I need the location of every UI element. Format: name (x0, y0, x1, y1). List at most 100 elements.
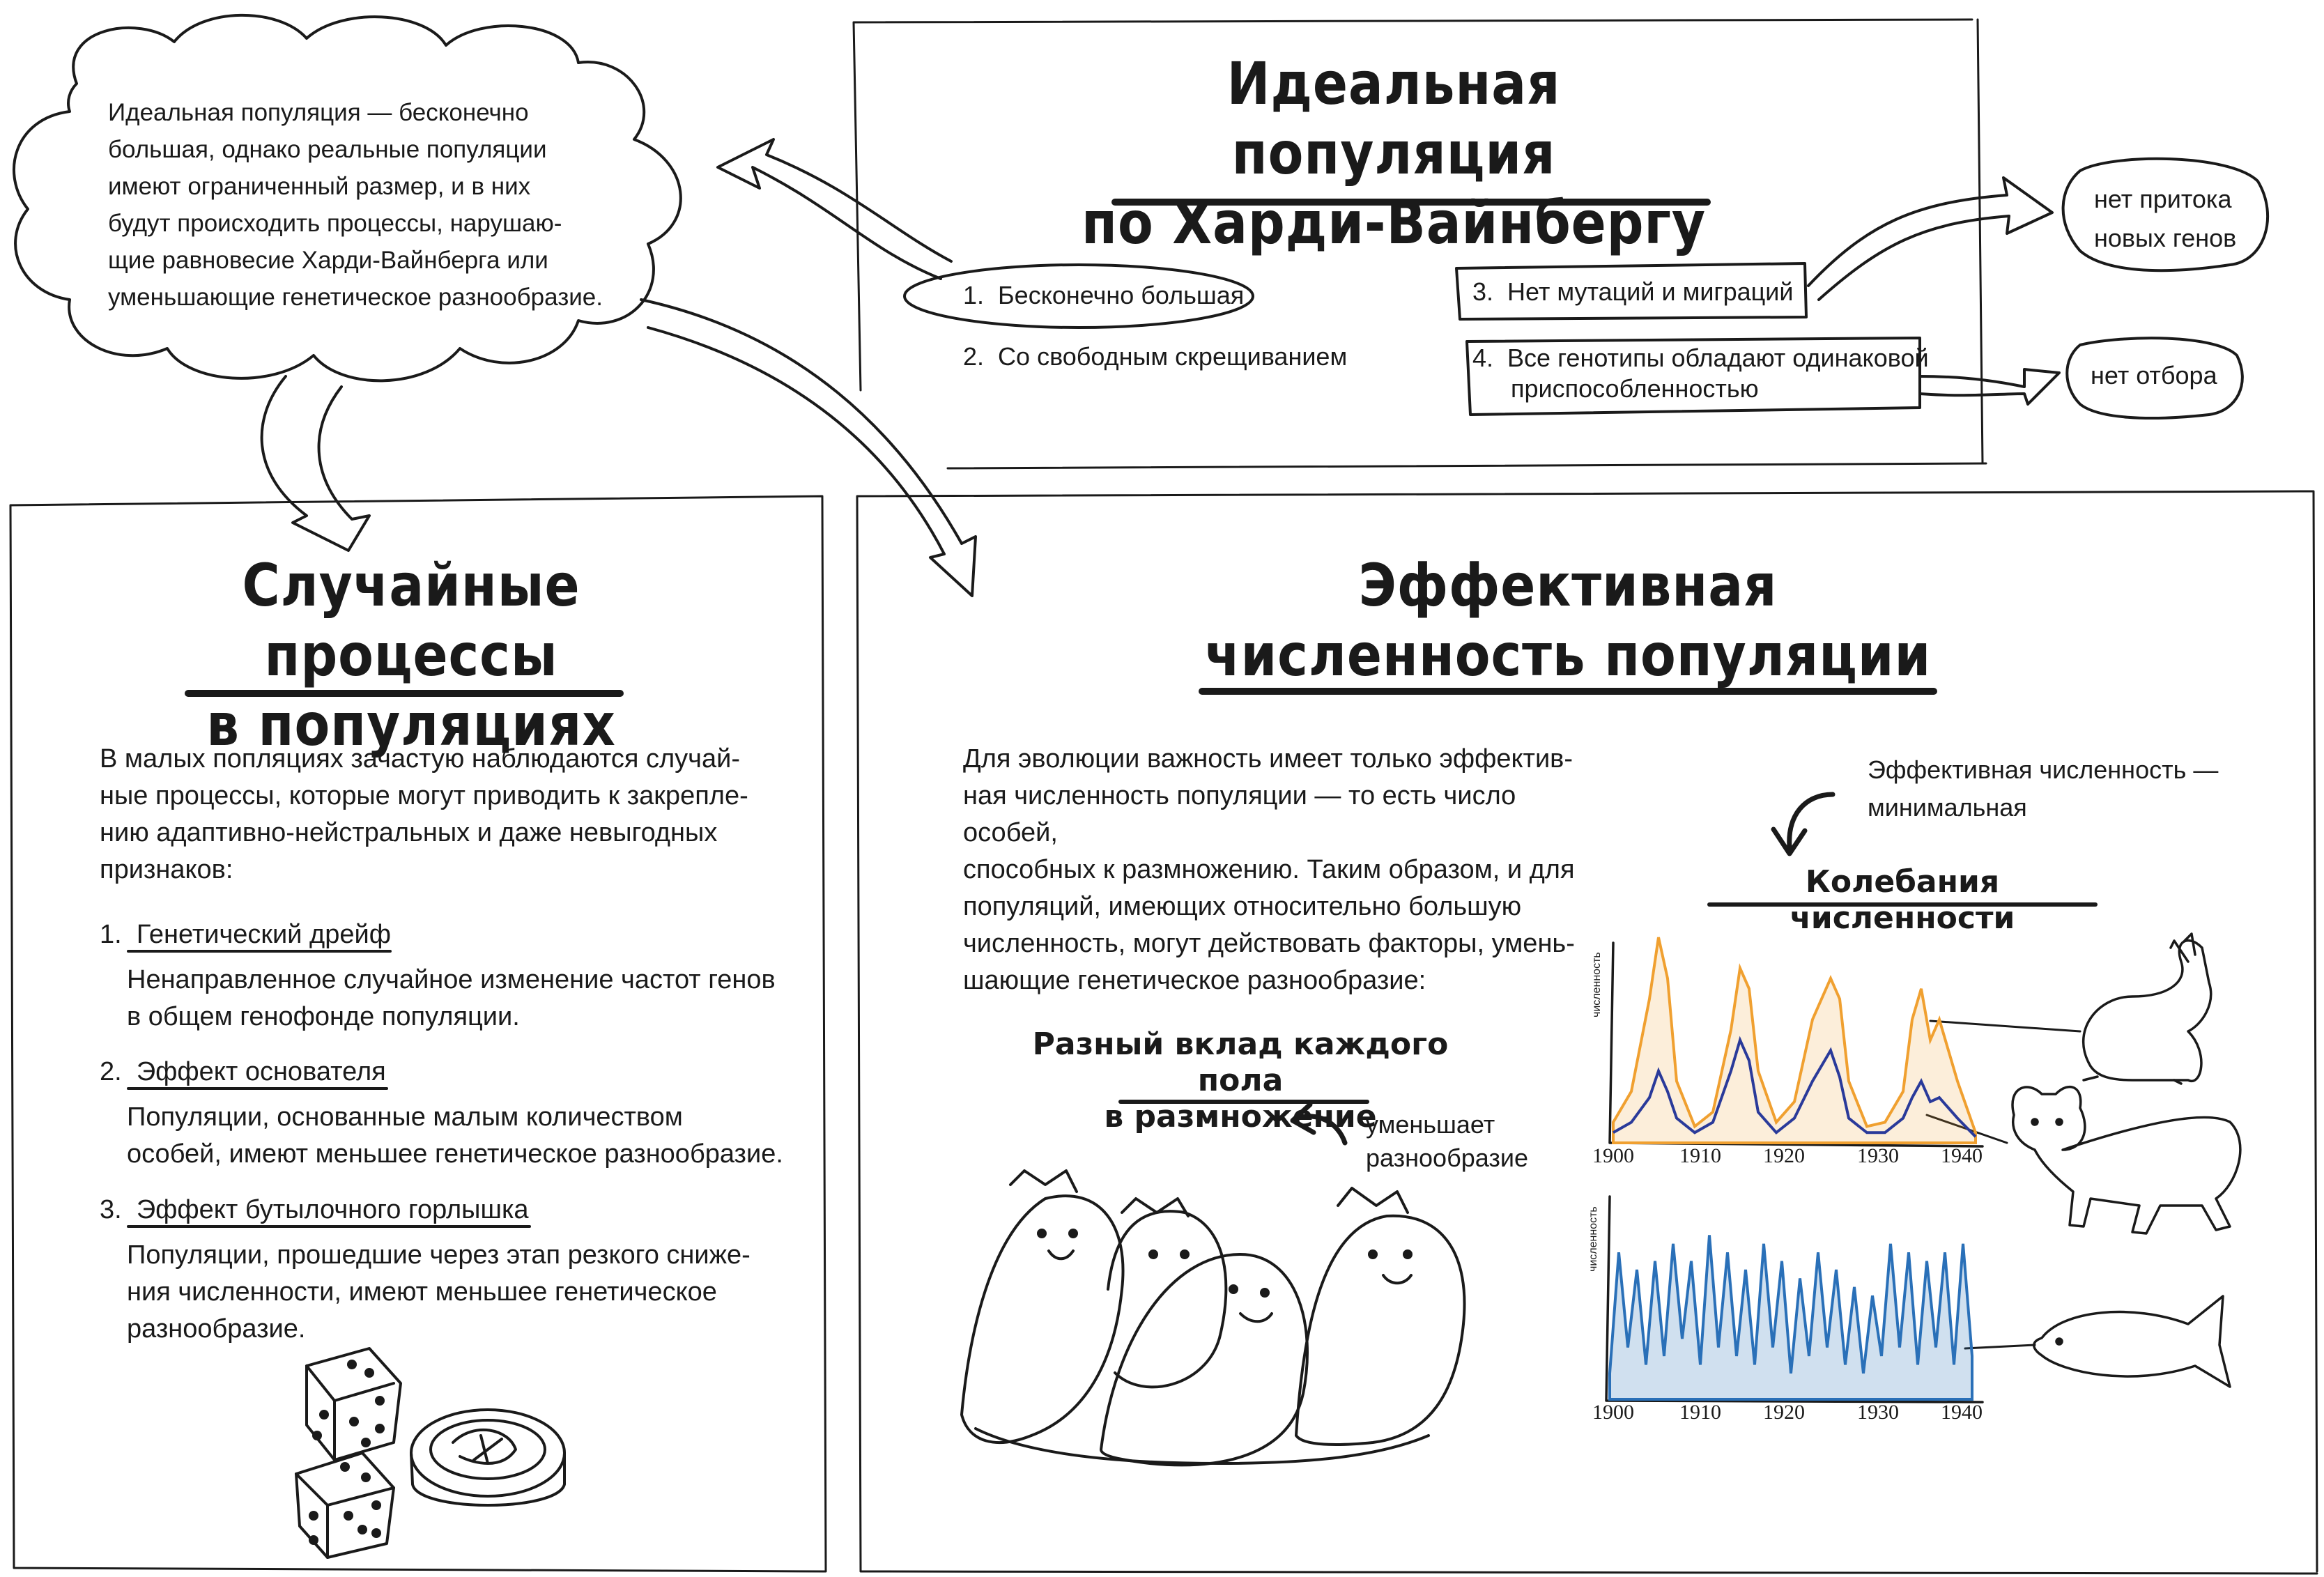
random-item-desc-line: ния численности, имеют меньшее генетичес… (127, 1277, 717, 1307)
condition-1: 1. Бесконечно большая (963, 279, 1244, 312)
note-no-selection: нет отбора (2091, 361, 2217, 390)
condition-2: 2. Со свободным скрещиванием (963, 340, 1347, 374)
condition-text: Со свободным скрещиванием (998, 342, 1348, 371)
seals-illustration (960, 1169, 1466, 1467)
bubble-no-selection (2065, 337, 2244, 420)
effective-title: Эффективная численность популяции (1169, 551, 1967, 690)
minimal-note-line: минимальная (1868, 793, 2027, 822)
condition-4: 4. Все генотипы обладают одинаковой прис… (1472, 343, 1929, 404)
chart-1-series-1-area (1612, 937, 1977, 1144)
random-item-name: Эффект бутылочного горлышка (136, 1195, 529, 1224)
cloud-line: большая, однако реальные популяции (108, 136, 547, 163)
reduces-line: уменьшает (1366, 1110, 1495, 1139)
effective-intro-line: ная численность популяции — то есть числ… (963, 781, 1516, 847)
reduces-note: уменьшает разнообразие (1366, 1108, 1528, 1175)
random-item-num: 2. (100, 1057, 122, 1086)
random-item-1: 1. Генетический дрейф (100, 916, 391, 953)
random-item-name: Эффект основателя (136, 1057, 386, 1086)
reduces-line: разнообразие (1366, 1144, 1528, 1172)
chart-1-xtick: 1910 (1679, 1144, 1721, 1167)
random-intro-line: ные процессы, которые могут приводить к … (100, 781, 748, 810)
random-title-line: Случайные процессы (242, 551, 580, 689)
cloud-line: уменьшающие генетическое разнообразие. (108, 284, 603, 311)
fluctuation-title: Колебания численности (1790, 864, 2015, 936)
chart-1 (1608, 937, 1984, 1148)
effective-intro: Для эволюции важность имеет только эффек… (963, 741, 1604, 999)
random-item-desc-line: разнообразие. (127, 1314, 306, 1344)
fluctuation-title-underline (1707, 902, 2098, 907)
effective-intro-line: Для эволюции важность имеет только эффек… (963, 744, 1573, 774)
condition-text: Нет мутаций и миграций (1507, 277, 1794, 306)
hare-illustration (2082, 932, 2213, 1085)
chart-1-xtick: 1930 (1857, 1144, 1899, 1167)
effective-title-line: Эффективная (1358, 551, 1778, 620)
condition-num: 4. (1472, 344, 1494, 372)
random-item-num: 1. (100, 920, 122, 949)
effective-title-underline (1199, 688, 1937, 695)
cloud-line: щие равновесие Харди-Вайнберга или (108, 247, 548, 274)
chart-2-series-1-area (1608, 1235, 1973, 1401)
random-item-1-underline (127, 950, 392, 953)
bubble-no-genes (2061, 157, 2269, 272)
sex-title-line: в размножение (1104, 1099, 1377, 1134)
chart-1-ylabel: численность (1591, 952, 1603, 1017)
random-item-desc-line: Популяции, основанные малым количеством (127, 1102, 683, 1132)
coin-icon (410, 1408, 566, 1507)
random-item-desc-line: особей, имеют меньшее генетическое разно… (127, 1139, 783, 1169)
random-item-desc-line: Популяции, прошедшие через этап резкого … (127, 1240, 751, 1270)
minimal-note-line: Эффективная численность — (1868, 755, 2219, 784)
condition-text: Все генотипы обладают одинаковой (1507, 344, 1929, 372)
oval-condition-1 (903, 263, 1254, 329)
arrow-to-no-genes (1807, 176, 2054, 301)
condition-num: 3. (1472, 277, 1494, 306)
chart-2-ylabel: численность (1587, 1206, 1599, 1272)
random-title-underline (185, 690, 624, 697)
fish-illustration (2033, 1295, 2231, 1388)
arrow-to-effective (640, 298, 977, 597)
random-item-3-desc: Популяции, прошедшие через этап резкого … (127, 1237, 751, 1348)
thought-cloud-outline (13, 13, 682, 383)
chart-1-xtick: 1900 (1592, 1144, 1634, 1167)
condition-text: приспособленностью (1511, 374, 1759, 403)
sex-contribution-title: Разный вклад каждого пола в размножение (1003, 1026, 1477, 1135)
condition-3: 3. Нет мутаций и миграций (1472, 275, 1793, 309)
random-item-desc-line: Ненаправленное случайное изменение часто… (127, 965, 776, 994)
random-item-desc-line: в общем генофонде популяции. (127, 1002, 520, 1031)
chart-2-xtick: 1930 (1857, 1401, 1899, 1424)
minimal-note: Эффективная численность — минимальная (1868, 751, 2218, 826)
sex-title-line: Разный вклад каждого пола (1032, 1026, 1449, 1098)
effective-intro-line: численность, могут действовать факторы, … (963, 929, 1575, 958)
chart-2-xtick: 1910 (1679, 1401, 1721, 1424)
arrow-reduces (1290, 1102, 1348, 1146)
note-line: нет притока (2094, 185, 2232, 213)
random-title: Случайные процессы в популяциях (111, 551, 711, 760)
cloud-line: Идеальная популяция — бесконечно (108, 99, 529, 126)
chart-2-xtick: 1920 (1763, 1401, 1805, 1424)
ideal-title-underline (1111, 199, 1711, 206)
arrow-to-random (260, 375, 371, 552)
cloud-line: имеют ограниченный размер, и в них (108, 173, 531, 200)
chart-2-xtick: 1940 (1941, 1401, 1983, 1424)
random-intro-line: признаков: (100, 855, 233, 884)
arrow-to-cloud (716, 138, 953, 280)
random-intro: В малых попляциях зачастую наблюдаются с… (100, 741, 817, 888)
random-item-3: 3. Эффект бутылочного горлышка (100, 1192, 529, 1229)
random-item-num: 3. (100, 1195, 122, 1224)
random-item-2-desc: Популяции, основанные малым количеством … (127, 1099, 783, 1173)
random-intro-line: нию адаптивно-нейстральных и даже невыго… (100, 818, 718, 847)
dice-icon (295, 1347, 402, 1559)
random-intro-line: В малых попляциях зачастую наблюдаются с… (100, 744, 740, 774)
random-item-name: Генетический дрейф (136, 920, 391, 949)
condition-text: Бесконечно большая (998, 281, 1245, 309)
sex-title-underline (1118, 1100, 1369, 1104)
lynx-illustration (2011, 1086, 2242, 1235)
chart-2-xtick: 1900 (1592, 1401, 1634, 1424)
random-item-3-underline (127, 1225, 531, 1228)
condition-num: 1. (963, 281, 985, 309)
condition-num: 2. (963, 342, 985, 371)
ideal-title: Идеальная популяция по Харди-Вайнбергу (1056, 49, 1731, 258)
random-item-1-desc: Ненаправленное случайное изменение часто… (127, 962, 776, 1036)
arrow-to-no-selection (1918, 368, 2061, 406)
effective-intro-line: шающие генетическое разнообразие: (963, 966, 1426, 995)
